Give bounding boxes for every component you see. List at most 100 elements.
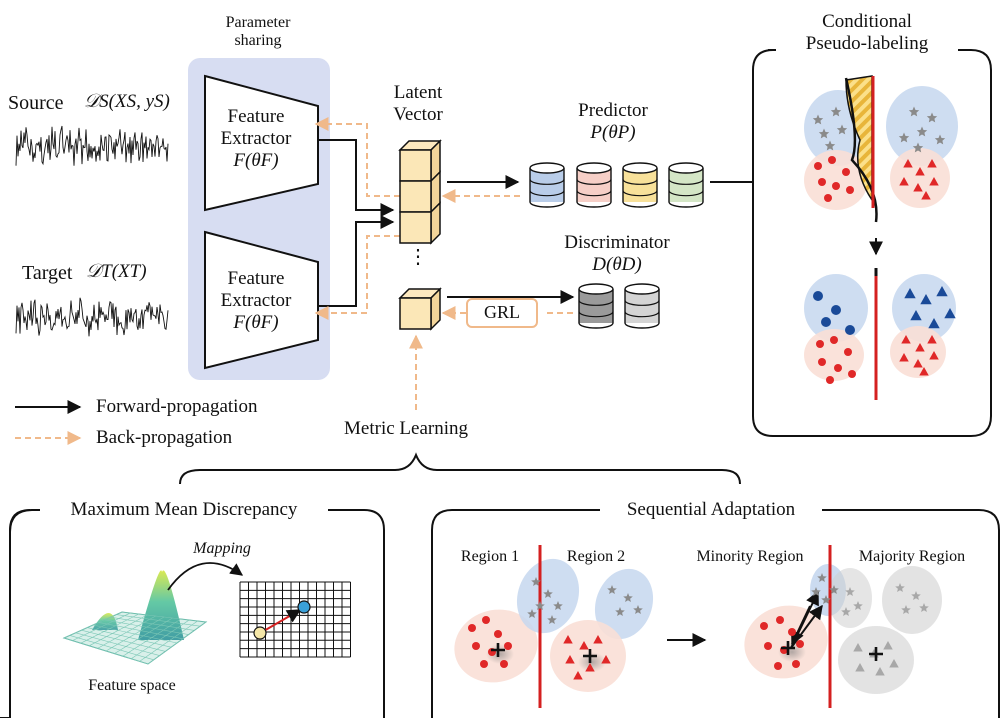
discriminator-db-light xyxy=(624,283,660,329)
pseudo-top-star-right-5 xyxy=(912,142,924,153)
predictor-db-green xyxy=(668,162,704,208)
seq-left-tri-0 xyxy=(563,635,573,644)
conditional-line1: Conditional xyxy=(822,11,912,32)
predictor-label: Predictor xyxy=(578,100,648,121)
surface-line-b-10 xyxy=(147,621,207,665)
pseudo-bottom-blue-tri-3 xyxy=(910,310,922,321)
latent-vector-stack xyxy=(398,139,442,245)
fe1-line2: Extractor xyxy=(220,127,292,149)
seq-right-star-minority-2 xyxy=(821,595,831,604)
seq-left-star-a-5 xyxy=(527,609,537,618)
seq-right-dot-0 xyxy=(760,622,768,630)
pseudo-bottom-red-dot-6 xyxy=(826,376,834,384)
seq-right-tri-gray-4 xyxy=(875,667,885,676)
seq-right-tri-gray-5 xyxy=(889,659,899,668)
seq-left-star-b-0 xyxy=(607,585,617,594)
discriminator-db-light-band-1 xyxy=(624,300,660,306)
pseudo-top-tri-4 xyxy=(913,183,923,192)
pseudo-top-dot-3 xyxy=(818,178,826,186)
feature-extractor-2-label: Feature Extractor F(θF) xyxy=(221,268,292,334)
seq-left-tri-2 xyxy=(593,635,603,644)
metric-learning-label: Metric Learning xyxy=(344,418,468,439)
fe2-line1: Feature xyxy=(227,268,285,289)
pseudo-bottom-blue-tri-5 xyxy=(944,308,956,319)
discriminator-label: Discriminator xyxy=(564,232,670,253)
target-label: Target xyxy=(22,262,73,284)
predictor-db-green-band-1 xyxy=(668,179,704,185)
predictor-db-yellow-band-1 xyxy=(622,179,658,185)
predictor-math: P(θP) xyxy=(590,122,636,143)
feature-space-surface-grid xyxy=(63,611,207,665)
seq-minority-label: Minority Region xyxy=(696,548,804,565)
seq-left-tri-6 xyxy=(573,671,583,680)
pseudo-top-star-left-4 xyxy=(824,140,836,151)
seq-left-dot-6 xyxy=(480,660,488,668)
pseudo-top-tri-3 xyxy=(899,177,909,186)
mmd-panel xyxy=(0,509,385,718)
pseudo-top-star-right-1 xyxy=(926,112,938,123)
pseudo-top-blue-right xyxy=(886,86,958,166)
pseudo-bottom-red-tri-3 xyxy=(899,353,909,362)
seq-right-dot-5 xyxy=(796,640,804,648)
predictor-db-yellow-band-2 xyxy=(622,190,658,197)
pseudo-top-tri-1 xyxy=(915,167,925,176)
seq-left-tri-5 xyxy=(601,655,611,664)
predictor-db-pink-band-2 xyxy=(576,190,612,197)
surface-line-a-6 xyxy=(98,622,183,640)
surface-line-b-5 xyxy=(105,616,165,652)
pseudo-bottom-red-dot-4 xyxy=(834,364,842,372)
sequential-adaptation-panel xyxy=(431,509,1000,718)
pseudo-bottom-blue-tri-4 xyxy=(928,318,940,329)
seq-region2-label: Region 2 xyxy=(566,548,626,565)
legend-back-label: Back-propagation xyxy=(96,427,233,448)
mmd-panel-left-edge xyxy=(9,509,33,718)
predictor-db-blue-band-1 xyxy=(529,179,565,185)
pseudo-bottom-pink-right xyxy=(890,326,946,378)
seq-right-tri-gray-2 xyxy=(883,641,893,650)
seq-right-plus xyxy=(781,641,795,655)
pseudo-top-star-left-2 xyxy=(818,128,830,139)
seq-left-plus-1 xyxy=(491,643,505,657)
fe1-math: F(θF) xyxy=(233,149,279,171)
seq-left-plus-2 xyxy=(583,649,597,663)
seq-region1-label: Region 1 xyxy=(460,548,520,565)
latent-cube-2 xyxy=(399,170,441,214)
discriminator-db-dark-bottom xyxy=(578,322,614,329)
pseudo-bottom-red-tri-5 xyxy=(929,351,939,360)
seq-left-points xyxy=(468,577,643,680)
pseudo-top-points xyxy=(812,106,946,202)
seq-left-star-a-4 xyxy=(547,615,557,624)
predictor-db-yellow xyxy=(622,162,658,208)
discriminator-db-dark-band-2 xyxy=(578,311,614,318)
latent-line2: Vector xyxy=(393,103,443,125)
fe2-line2: Extractor xyxy=(220,289,292,311)
discriminator-db-light-bottom xyxy=(624,322,660,329)
surface-line-b-8 xyxy=(131,619,190,660)
pseudo-top-star-right-2 xyxy=(916,126,928,137)
latent-cube-3 xyxy=(399,201,441,245)
seq-left-dot-5 xyxy=(504,642,512,650)
pseudo-bottom-red-dot-3 xyxy=(818,358,826,366)
mmd-distance-arrow xyxy=(261,609,302,633)
pseudo-top-tri-5 xyxy=(929,177,939,186)
seq-right-star-minority-1 xyxy=(829,585,839,594)
pseudo-top-star-left-1 xyxy=(830,106,842,117)
pseudo-bottom-red-tri-1 xyxy=(915,343,925,352)
pseudo-top-tri-6 xyxy=(921,191,931,200)
seq-left-tri-4 xyxy=(585,663,595,672)
seq-left-dot-2 xyxy=(494,630,502,638)
predictor-db-green-bottom xyxy=(668,201,704,208)
surface-line-a-7 xyxy=(104,619,189,635)
seq-left-star-a-0 xyxy=(531,577,541,586)
seq-right-star-gray-a-2 xyxy=(841,607,851,616)
discriminator-db-light-band-2 xyxy=(624,311,660,318)
pseudo-bottom-blue-dot-3 xyxy=(845,325,855,335)
forward-arrow-extractor2 xyxy=(318,215,395,307)
predictor-db-green-band-2 xyxy=(668,190,704,197)
predictor-databases xyxy=(529,162,704,208)
discriminator-db-dark xyxy=(578,283,614,329)
pseudo-bottom-blue-tri-0 xyxy=(904,288,916,299)
surface-line-b-6 xyxy=(114,617,173,654)
latent-cube-1 xyxy=(398,139,442,183)
conditional-pseudo-labeling-panel xyxy=(752,49,992,437)
